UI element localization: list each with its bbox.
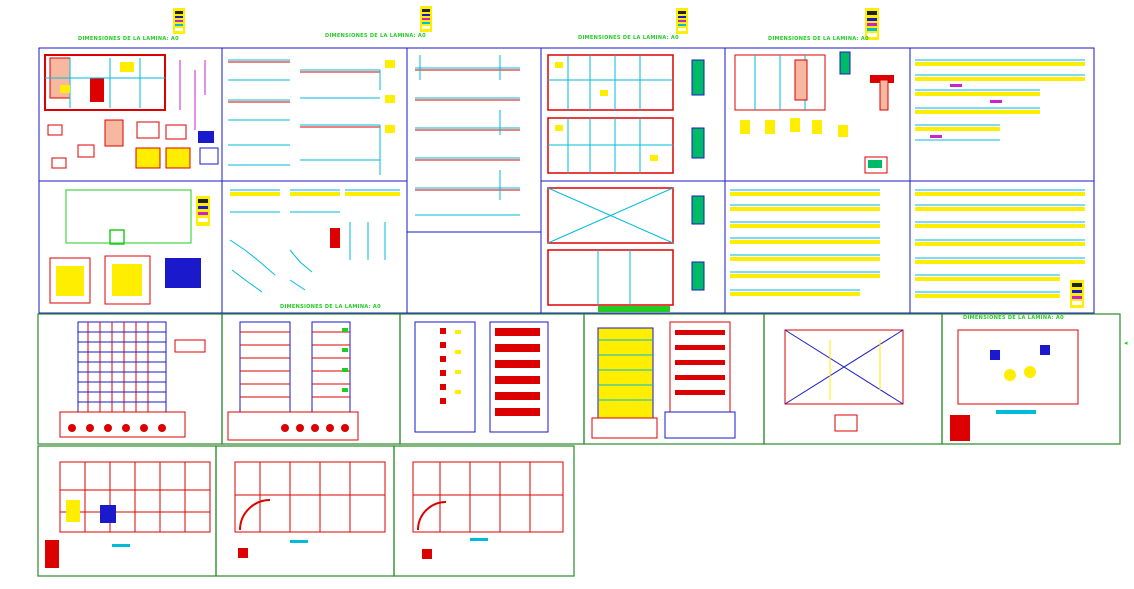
- floor-plan-roof: [784, 329, 904, 432]
- upper-sheet-grid: [38, 47, 1095, 314]
- panel-beam-schedule-top: [915, 59, 1085, 141]
- legend-icon: [676, 8, 688, 34]
- floor-plan-ground: [45, 461, 211, 568]
- panel-beam-elevations: [228, 59, 395, 175]
- panel-structural-plans: [547, 54, 705, 174]
- bottom-sheet-row: [37, 445, 575, 577]
- building-elevation-1: [59, 321, 206, 438]
- floor-plan-second: [234, 461, 386, 558]
- title-block-legends: [173, 6, 879, 40]
- panel-connection-details: [734, 51, 894, 174]
- sheet-title-4: DIMENSIONES DE LA LAMINA: A0: [768, 36, 869, 42]
- sheet-title-6: DIMENSIONES DE LA LAMINA: A0: [963, 315, 1064, 321]
- sheet-title-1: DIMENSIONES DE LA LAMINA: A0: [78, 36, 179, 42]
- legend-icon: [865, 8, 879, 40]
- building-elevation-4: [591, 321, 736, 439]
- sheet-title-2: DIMENSIONES DE LA LAMINA: A0: [325, 33, 426, 39]
- building-elevation-3: [414, 321, 549, 433]
- panel-foundation-plan: [49, 189, 210, 305]
- sheet-title-5: DIMENSIONES DE LA LAMINA: A0: [280, 304, 381, 310]
- sheet-title-3: DIMENSIONES DE LA LAMINA: A0: [578, 35, 679, 41]
- panel-beam-details: [415, 55, 520, 216]
- arrow-left-icon: ◂: [1124, 339, 1128, 347]
- floor-plan-typical: [950, 329, 1079, 441]
- floor-plan-third: [412, 461, 564, 559]
- middle-sheet-row: [37, 313, 1121, 445]
- panel-floor-plan-details: [44, 54, 219, 169]
- building-elevation-2: [227, 321, 359, 441]
- panel-beam-schedule-lower: [730, 189, 1085, 308]
- legend-icon: [420, 6, 432, 32]
- legend-icon: [173, 8, 185, 34]
- panel-structural-plans-lower: [547, 187, 705, 312]
- panel-stair-details: [229, 189, 400, 293]
